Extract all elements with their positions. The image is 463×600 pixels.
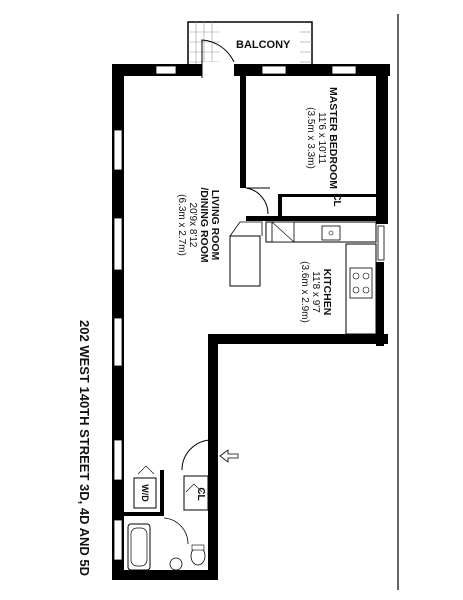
entry-closet-label: CL: [195, 487, 206, 500]
washer-dryer: [133, 477, 157, 509]
balcony-door-opening: [202, 62, 234, 78]
kitchen-dims: 11'8 x 9'7: [310, 271, 321, 313]
kitchen-metric: (3.6m x 2.9m): [299, 261, 310, 323]
balcony-door-swing: [201, 39, 235, 78]
master-bedroom-metric: (3.5m x 3.3m): [305, 107, 316, 169]
entry-bath: [124, 439, 239, 571]
bedroom-closet-label: CL: [331, 193, 342, 206]
windows: [113, 65, 385, 561]
kitchen-label: KITCHEN 11'8 x 9'7 (3.6m x 2.9m): [299, 261, 333, 323]
kitchen-name: KITCHEN: [321, 269, 333, 316]
living-room-name-2: /DINING ROOM: [198, 187, 210, 263]
bedroom-door-swing: [245, 187, 270, 215]
washer-dryer-label: W/D: [140, 484, 150, 502]
living-room-name: LIVING ROOM: [209, 190, 221, 261]
master-bedroom-dims: 11'6 x 10'11: [316, 112, 327, 164]
kitchen-sink: [321, 225, 341, 241]
entry-closet: [183, 475, 209, 511]
master-bedroom-name: MASTER BEDROOM: [327, 87, 339, 189]
stove: [349, 267, 373, 299]
address-title: 202 WEST 140TH STREET 3D, 4D AND 5D: [77, 320, 92, 576]
living-room-metric: (6.3m x 2.7m): [176, 194, 187, 256]
living-room-dims: 20'9x 8'12: [187, 203, 198, 248]
interior-walls: [240, 76, 376, 221]
entry-door-swing: [181, 439, 213, 471]
master-bedroom-label: MASTER BEDROOM 11'6 x 10'11 (3.5m x 3.3m…: [305, 87, 339, 189]
balcony-label: BALCONY: [236, 39, 291, 51]
kitchen: [229, 221, 377, 335]
bath-sink: [169, 557, 183, 571]
entry-arrow-icon: [219, 449, 239, 463]
living-room-label: LIVING ROOM /DINING ROOM 20'9x 8'12 (6.3…: [176, 187, 221, 263]
